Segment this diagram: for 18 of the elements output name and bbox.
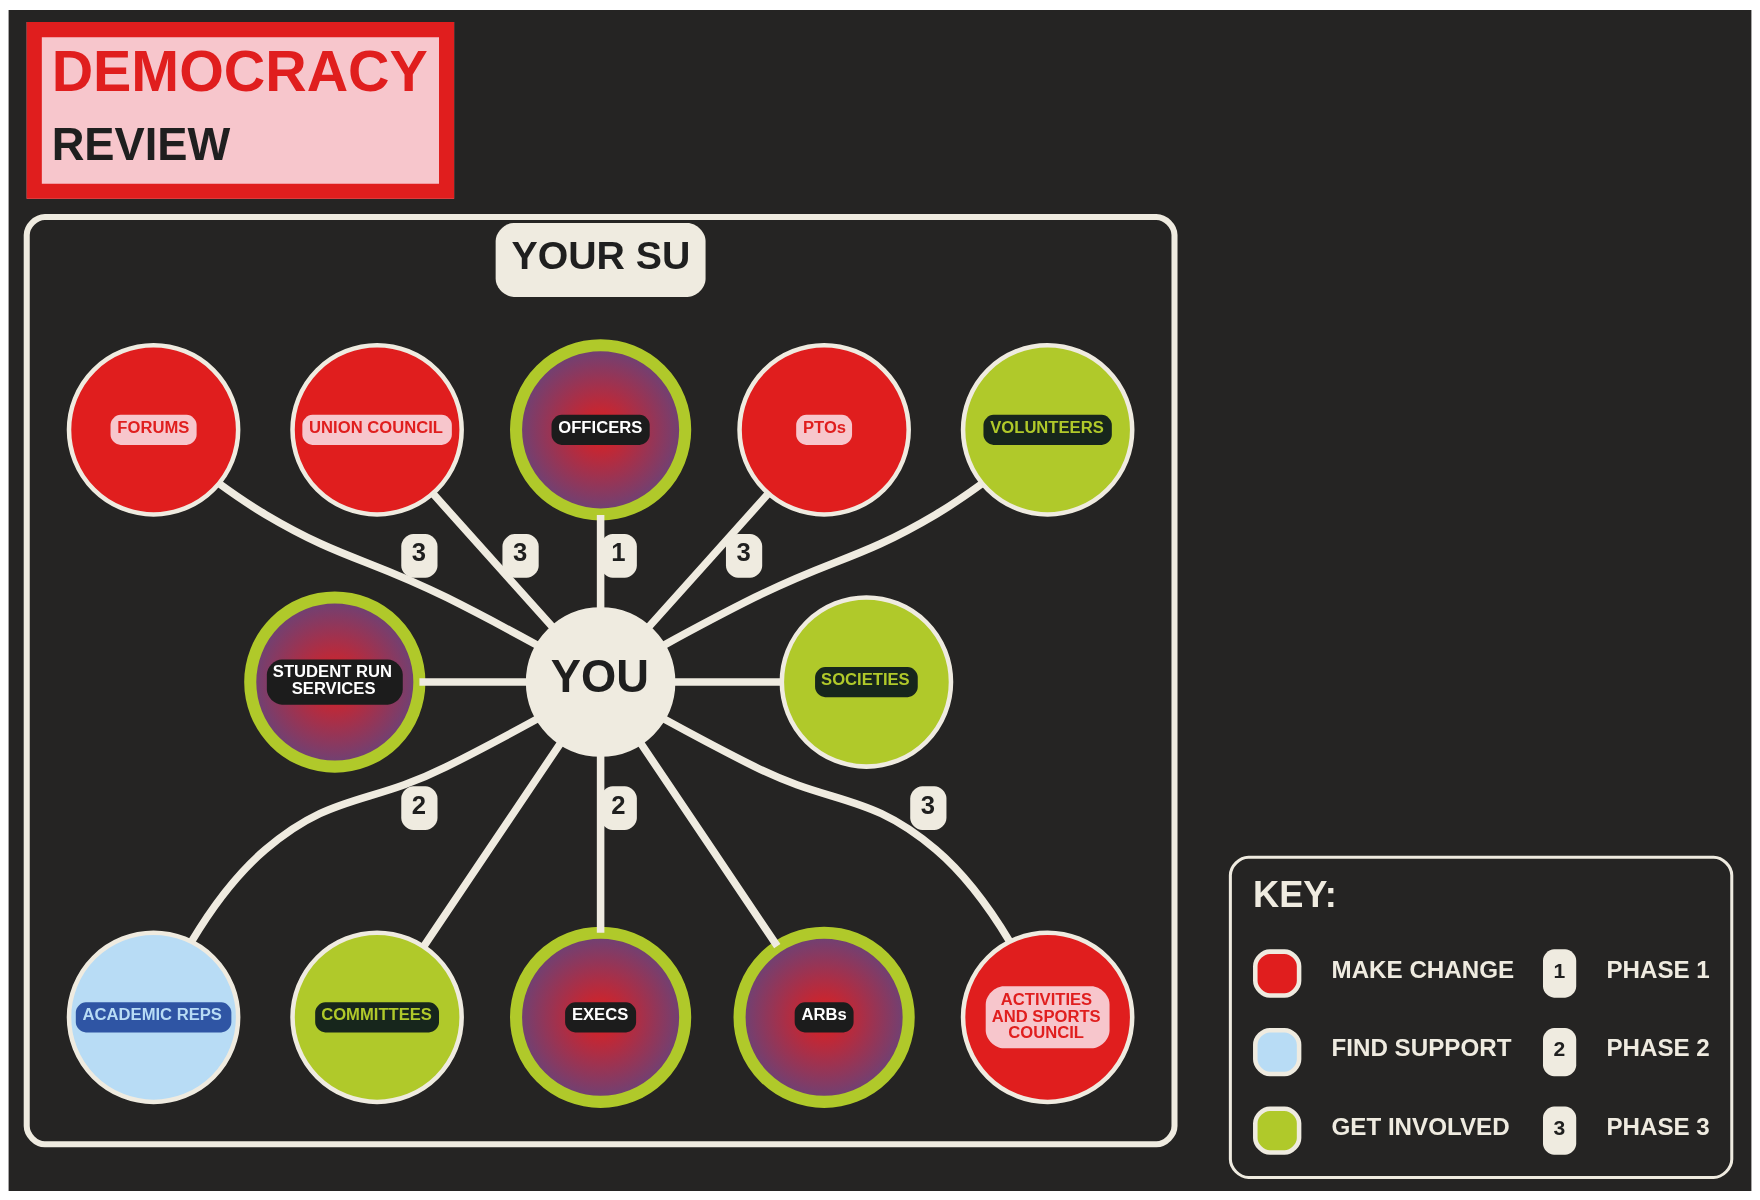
label: KEY:	[1253, 873, 1337, 915]
legend-label: MAKE CHANGE	[1331, 955, 1515, 983]
legend-label: PHASE 1	[1606, 955, 1710, 983]
diagram-title: DEMOCRACY REVIEW	[51, 38, 428, 170]
edge-label: 2	[611, 790, 626, 819]
edge-label: 2	[411, 790, 427, 819]
edge-label: 3	[411, 537, 427, 566]
legend-label: PHASE 2	[1606, 1033, 1710, 1061]
legend-label: FIND SUPPORT	[1331, 1033, 1512, 1061]
label: 2	[1553, 1036, 1566, 1060]
legend-label: GET INVOLVED	[1331, 1112, 1510, 1140]
edge-label: 3	[513, 537, 528, 566]
edge-label: 3	[920, 790, 936, 819]
label: 3	[1553, 1115, 1566, 1139]
edge-label: 3	[736, 537, 751, 566]
edge-label: 1	[611, 537, 626, 566]
label: 1	[1553, 958, 1566, 982]
legend-label: PHASE 3	[1606, 1112, 1710, 1140]
